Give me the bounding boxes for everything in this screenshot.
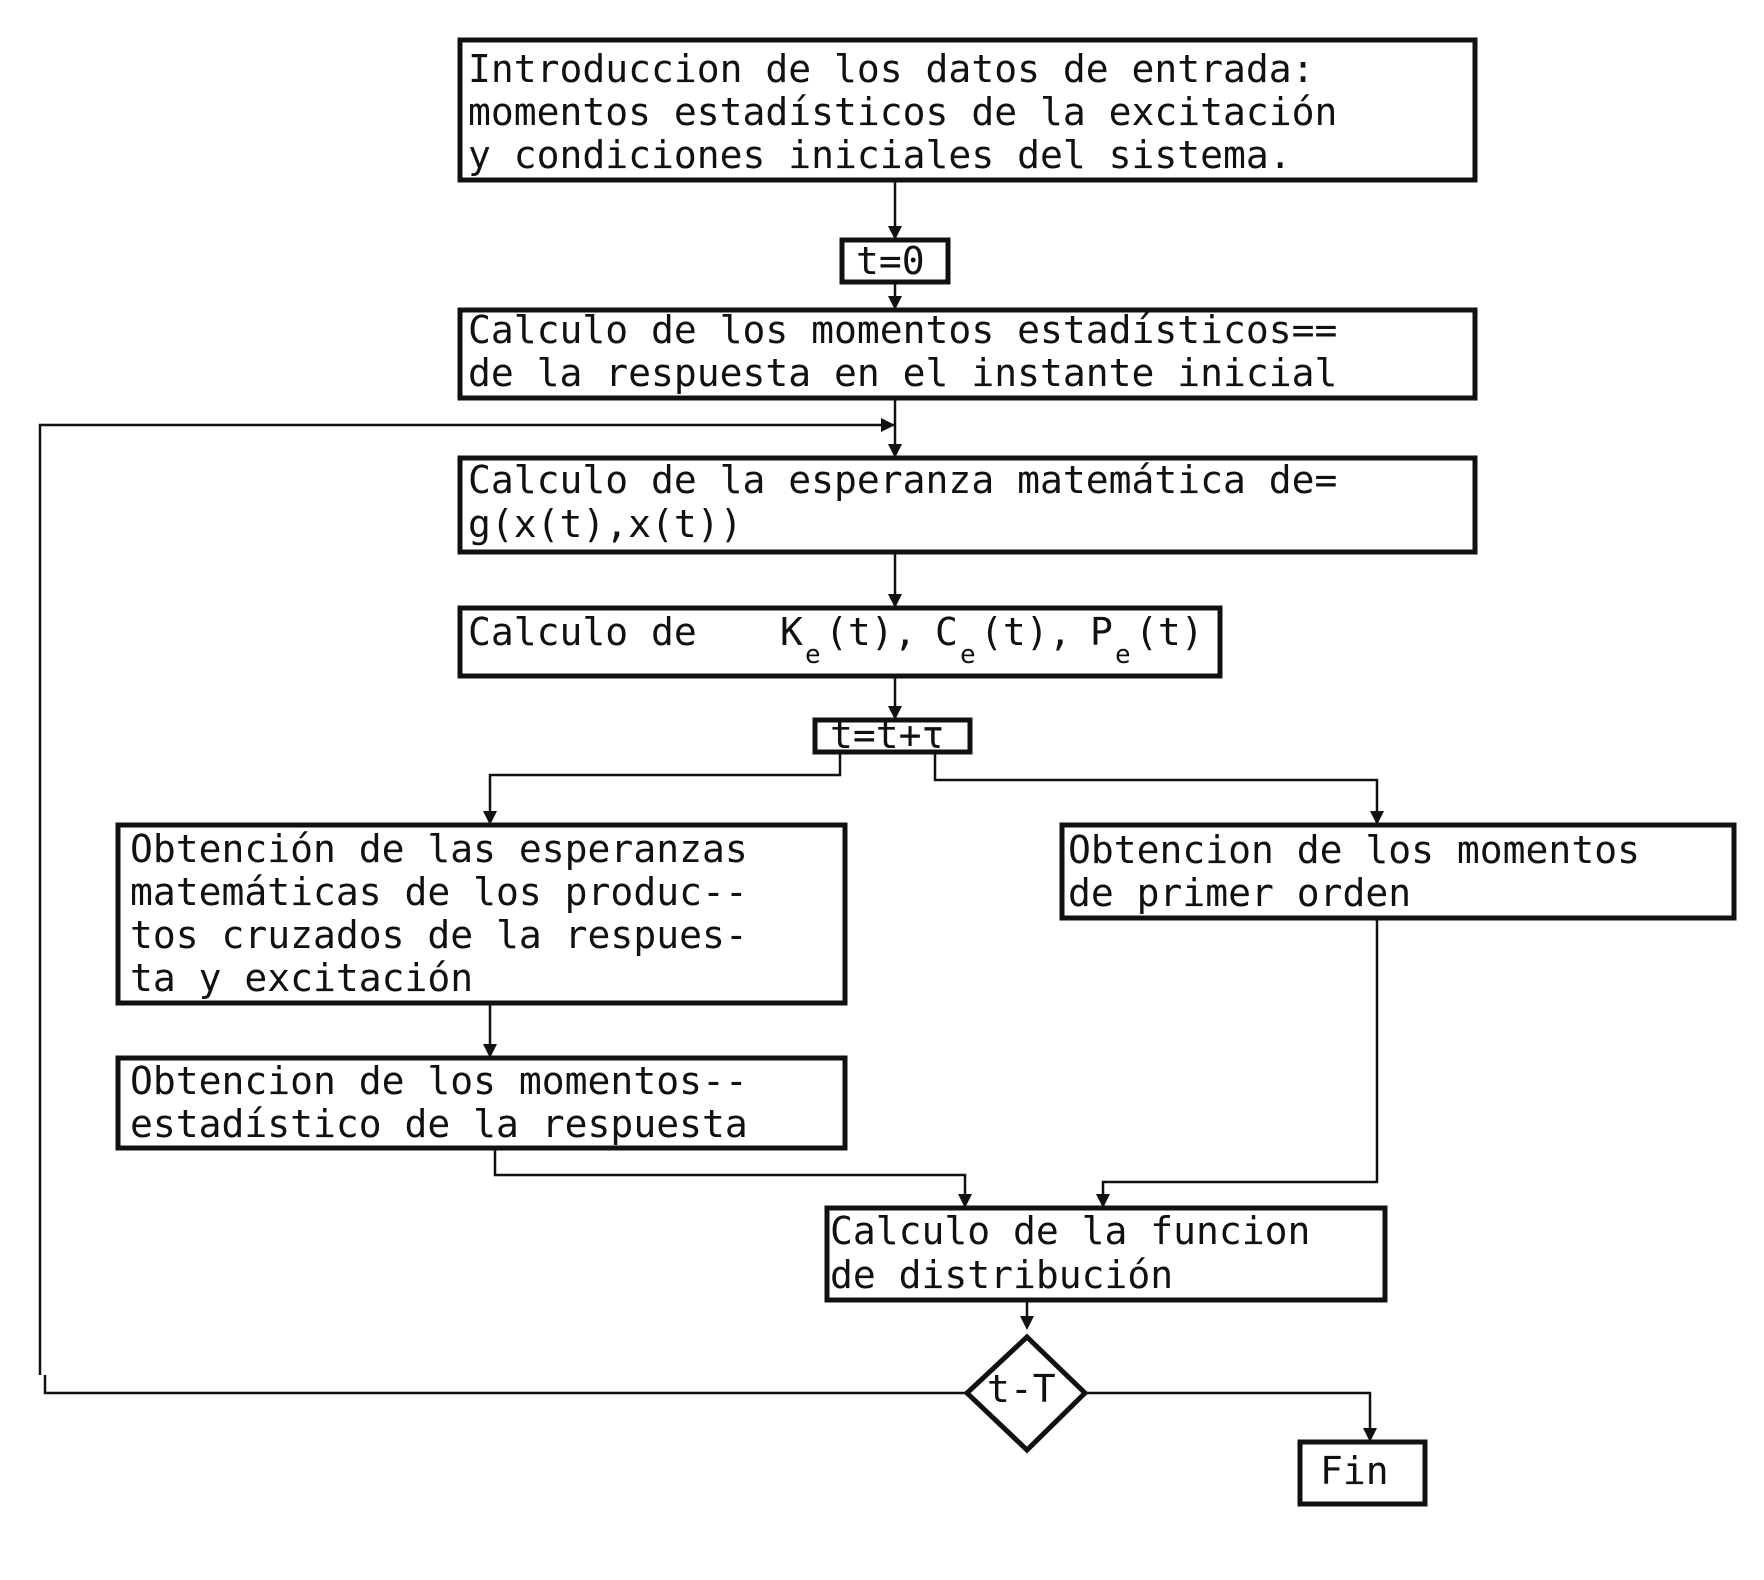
arrowhead-distribution-left bbox=[958, 1194, 972, 1208]
connector-step-first-order bbox=[933, 752, 1379, 815]
decision-node: t-T bbox=[963, 1333, 1089, 1454]
arrowhead-loop bbox=[881, 418, 895, 432]
decision-text: t-T bbox=[987, 1367, 1056, 1411]
box-t0-text: t=0 bbox=[856, 239, 925, 283]
arrowhead-first-order bbox=[1370, 811, 1384, 825]
box-response-moments: Obtencion de los momentos-- estadístico … bbox=[115, 1055, 848, 1151]
box-distribution-line-2: de distribución bbox=[830, 1253, 1173, 1297]
box-distribution-line-1: Calculo de la funcion bbox=[830, 1209, 1310, 1253]
box-intro-line-3: y condiciones iniciales del sistema. bbox=[468, 133, 1292, 177]
box-intro-line-1: Introduccion de los datos de entrada: bbox=[468, 47, 1314, 91]
box-first-order-line-1: Obtencion de los momentos bbox=[1068, 828, 1640, 872]
arrowhead-step bbox=[888, 706, 902, 720]
arrowhead-distribution-right bbox=[1096, 1194, 1110, 1208]
box-cross-line-4: ta y excitación bbox=[130, 956, 473, 1000]
box-ke-prefix: Calculo de bbox=[468, 610, 697, 654]
box-response-line-1: Obtencion de los momentos-- bbox=[130, 1059, 748, 1103]
box-initial-line-1: Calculo de los momentos estadísticos== bbox=[468, 308, 1337, 352]
box-expectation: Calculo de la esperanza matemática de= g… bbox=[457, 455, 1478, 555]
arrowhead-expectation bbox=[888, 444, 902, 458]
connector-step-cross bbox=[488, 752, 842, 815]
box-step: t=t+τ bbox=[812, 713, 973, 757]
arrowhead-cross bbox=[483, 811, 497, 825]
box-end: Fin bbox=[1297, 1439, 1428, 1507]
box-ke-symbol-1: K bbox=[780, 610, 803, 654]
connector-decision-end bbox=[1085, 1391, 1372, 1432]
arrowhead-response bbox=[483, 1044, 497, 1058]
box-step-text: t=t+τ bbox=[830, 713, 944, 757]
box-initial-line-2: de la respuesta en el instante inicial bbox=[468, 351, 1337, 395]
box-cross-line-1: Obtención de las esperanzas bbox=[130, 827, 748, 871]
box-ke-argument-1: (t), bbox=[825, 610, 917, 654]
box-response-line-2: estadístico de la respuesta bbox=[130, 1102, 748, 1146]
box-ke-subscript-3: e bbox=[1115, 640, 1131, 670]
box-expectation-line-2: g(x(t),x(t)) bbox=[468, 502, 743, 546]
connector-loop-back bbox=[43, 1375, 967, 1395]
box-ke-symbol-3: P bbox=[1090, 610, 1113, 654]
box-expectation-line-1: Calculo de la esperanza matemática de= bbox=[468, 458, 1337, 502]
arrowhead-decision bbox=[1020, 1316, 1034, 1330]
box-ke-argument-3: (t) bbox=[1135, 610, 1204, 654]
arrowhead-end bbox=[1363, 1428, 1377, 1442]
arrowhead-initial bbox=[888, 296, 902, 310]
box-cross-line-2: matemáticas de los produc-- bbox=[130, 870, 748, 914]
box-ke-subscript-1: e bbox=[805, 640, 821, 670]
box-intro: Introduccion de los datos de entrada: mo… bbox=[457, 37, 1478, 183]
box-ke-term-3: P e (t) bbox=[1090, 610, 1204, 670]
box-t0: t=0 bbox=[839, 237, 951, 285]
connectors bbox=[38, 180, 1384, 1442]
box-end-text: Fin bbox=[1320, 1449, 1389, 1493]
box-ke-term-1: K e (t), bbox=[780, 610, 917, 670]
box-ke-argument-2: (t), bbox=[980, 610, 1072, 654]
box-distribution: Calculo de la funcion de distribución bbox=[824, 1205, 1388, 1303]
connector-first-order-distribution bbox=[1101, 918, 1379, 1198]
box-ke-symbol-2: C bbox=[935, 610, 958, 654]
box-ke-subscript-2: e bbox=[960, 640, 976, 670]
box-intro-line-2: momentos estadísticos de la excitación bbox=[468, 90, 1337, 134]
arrowhead-t0 bbox=[888, 226, 902, 240]
box-initial: Calculo de los momentos estadísticos== d… bbox=[457, 307, 1478, 401]
connector-loop-left-side bbox=[38, 423, 895, 1375]
box-first-order: Obtencion de los momentos de primer orde… bbox=[1059, 822, 1737, 921]
box-cross-products: Obtención de las esperanzas matemáticas … bbox=[115, 822, 848, 1006]
box-ke: Calculo de K e (t), C e (t), P e (t) bbox=[457, 605, 1223, 679]
connector-response-distribution bbox=[493, 1148, 967, 1198]
box-cross-line-3: tos cruzados de la respues- bbox=[130, 913, 748, 957]
arrowhead-ke bbox=[888, 594, 902, 608]
box-ke-term-2: C e (t), bbox=[935, 610, 1072, 670]
box-first-order-line-2: de primer orden bbox=[1068, 871, 1411, 915]
